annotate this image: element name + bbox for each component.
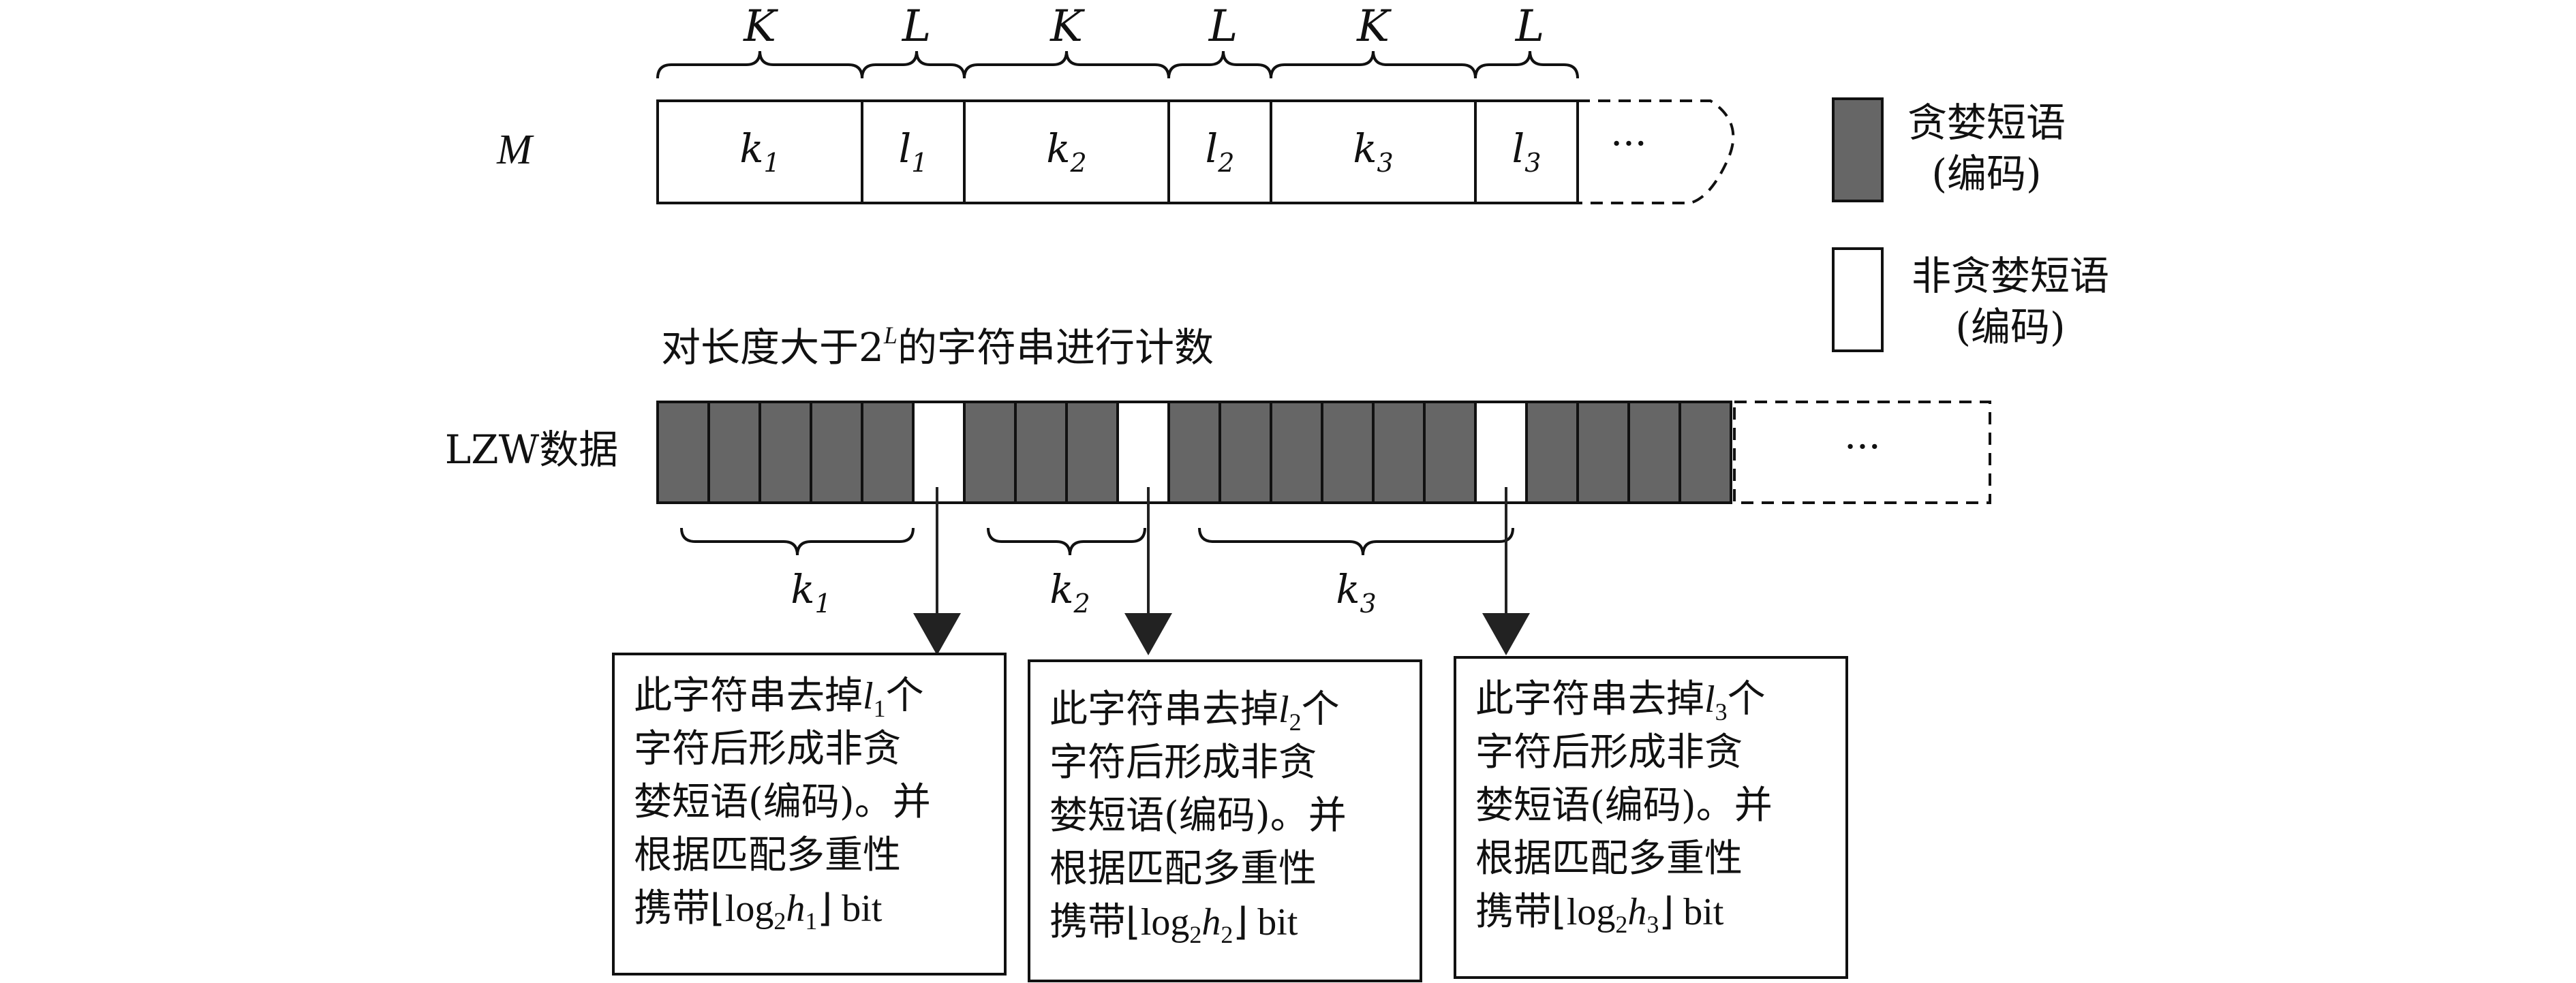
m-cell-k1 bbox=[656, 99, 863, 204]
m-cell-k2 bbox=[963, 99, 1170, 204]
bottom-brace-label-1: k1 bbox=[791, 566, 831, 619]
arrows bbox=[913, 487, 1530, 655]
legend-nongreedy-label: 非贪婪短语 bbox=[1912, 253, 2109, 299]
top-label-3: K bbox=[1049, 1, 1085, 52]
lzw-cell-greedy-21 bbox=[1678, 401, 1732, 504]
lzw-cell-greedy-2 bbox=[707, 401, 761, 504]
m-cell-l3 bbox=[1474, 99, 1579, 204]
top-brace-k3 bbox=[1270, 50, 1477, 79]
lzw-cell-nongreedy-6 bbox=[912, 401, 966, 504]
top-brace-labels: K L K L K L bbox=[743, 1, 1544, 52]
bottom-brace-k3 bbox=[1198, 527, 1514, 556]
m-cell-labels: k1 l1 k2 l2 k3 l3 bbox=[739, 125, 1541, 178]
top-brace-l2 bbox=[1167, 50, 1272, 79]
bottom-brace-label-3: k3 bbox=[1336, 566, 1376, 619]
box-1-line-1: 此字符串去掉l1个 bbox=[634, 674, 924, 722]
box-1-line-4: 根据匹配多重性 bbox=[634, 833, 901, 877]
box-2-line-4: 根据匹配多重性 bbox=[1049, 847, 1317, 891]
legend-greedy-swatch bbox=[1832, 97, 1884, 202]
bottom-braces bbox=[680, 527, 1514, 556]
arrow-3-head bbox=[1482, 613, 1530, 655]
lzw-cell-greedy-1 bbox=[656, 401, 710, 504]
m-cell-label-1: k1 bbox=[739, 125, 780, 178]
legend-nongreedy-swatch bbox=[1832, 247, 1884, 352]
top-label-4: L bbox=[1208, 1, 1238, 52]
arrow-1-head bbox=[913, 613, 961, 655]
box-3-border bbox=[1454, 656, 1848, 979]
count-caption: 对长度大于2L的字符串进行计数 bbox=[661, 322, 1214, 371]
bottom-brace-k2 bbox=[987, 527, 1146, 556]
lzw-cell-greedy-8 bbox=[1014, 401, 1068, 504]
top-label-2: L bbox=[902, 1, 932, 52]
m-row bbox=[656, 99, 1579, 204]
lzw-cell-greedy-9 bbox=[1065, 401, 1119, 504]
top-label-6: L bbox=[1515, 1, 1545, 52]
lzw-cell-greedy-4 bbox=[810, 401, 863, 504]
m-cell-label-3: k2 bbox=[1046, 125, 1086, 178]
lzw-cell-greedy-7 bbox=[963, 401, 1017, 504]
lzw-row bbox=[656, 401, 1732, 504]
lzw-cell-greedy-5 bbox=[861, 401, 915, 504]
box-3-line-1: 此字符串去掉l3个 bbox=[1475, 677, 1766, 725]
explanation-box-3: 此字符串去掉l3个 字符后形成非贪 婪短语(编码)。并 根据匹配多重性 携带⌊l… bbox=[1454, 656, 1848, 979]
bottom-brace-label-2: k2 bbox=[1049, 566, 1090, 619]
lzw-label: LZW数据 bbox=[445, 426, 618, 473]
box-3-line-4: 根据匹配多重性 bbox=[1475, 837, 1743, 881]
m-cell-k3 bbox=[1270, 99, 1477, 204]
box-3-line-2: 字符后形成非贪 bbox=[1475, 730, 1743, 775]
top-brace-l1 bbox=[861, 50, 966, 79]
lzw-cell-greedy-11 bbox=[1167, 401, 1221, 504]
m-label: M bbox=[496, 127, 534, 173]
m-ellipsis: ··· bbox=[1610, 122, 1646, 166]
m-cell-label-4: l2 bbox=[1206, 125, 1235, 178]
m-dashed-continuation bbox=[1578, 99, 1735, 204]
box-2-border bbox=[1028, 659, 1422, 982]
box-2-line-2: 字符后形成非贪 bbox=[1049, 740, 1317, 785]
legend-nongreedy-code: (编码) bbox=[1955, 304, 2065, 350]
box-3-line-3: 婪短语(编码)。并 bbox=[1475, 783, 1773, 828]
legend-greedy-label: 贪婪短语 bbox=[1907, 99, 2066, 146]
bottom-brace-k1 bbox=[680, 527, 915, 556]
lzw-cell-greedy-18 bbox=[1525, 401, 1579, 504]
box-2-line-5: 携带⌊log2h2⌋ bit bbox=[1049, 900, 1298, 948]
top-brace-k1 bbox=[656, 50, 863, 79]
top-brace-l3 bbox=[1474, 50, 1579, 79]
lzw-cell-greedy-16 bbox=[1423, 401, 1477, 504]
explanation-box-1: 此字符串去掉l1个 字符后形成非贪 婪短语(编码)。并 根据匹配多重性 携带⌊l… bbox=[612, 653, 1007, 976]
m-cell-l1 bbox=[861, 99, 966, 204]
legend: 贪婪短语 (编码) 非贪婪短语 (编码) bbox=[1832, 97, 2109, 352]
arrow-2-head bbox=[1124, 613, 1172, 655]
lzw-cell-nongreedy-17 bbox=[1474, 401, 1528, 504]
top-brace-k2 bbox=[963, 50, 1170, 79]
box-1-line-2: 字符后形成非贪 bbox=[634, 727, 901, 771]
box-3-line-5: 携带⌊log2h3⌋ bit bbox=[1475, 890, 1724, 938]
box-1-line-5: 携带⌊log2h1⌋ bit bbox=[634, 886, 883, 935]
lzw-cell-nongreedy-10 bbox=[1116, 401, 1170, 504]
lzw-cell-greedy-3 bbox=[758, 401, 812, 504]
lzw-cell-greedy-14 bbox=[1321, 401, 1375, 504]
lzw-dashed-continuation bbox=[1733, 401, 1991, 504]
top-label-1: K bbox=[743, 1, 778, 52]
lzw-cell-greedy-20 bbox=[1627, 401, 1681, 504]
box-1-border bbox=[612, 653, 1007, 976]
m-cell-label-6: l3 bbox=[1512, 125, 1542, 178]
box-2-line-3: 婪短语(编码)。并 bbox=[1049, 794, 1347, 838]
lzw-cell-greedy-19 bbox=[1576, 401, 1630, 504]
box-2-line-1: 此字符串去掉l2个 bbox=[1049, 687, 1340, 736]
lzw-cell-greedy-12 bbox=[1218, 401, 1272, 504]
bottom-brace-labels: k1 k2 k3 bbox=[791, 566, 1376, 619]
top-label-5: K bbox=[1356, 1, 1392, 52]
lzw-cell-greedy-13 bbox=[1270, 401, 1323, 504]
m-cell-label-2: l1 bbox=[899, 125, 928, 178]
lzw-cell-greedy-15 bbox=[1372, 401, 1426, 504]
lzw-ellipsis: ··· bbox=[1844, 425, 1880, 469]
m-cell-label-5: k3 bbox=[1353, 125, 1393, 178]
box-1-line-3: 婪短语(编码)。并 bbox=[634, 780, 931, 824]
legend-greedy-code: (编码) bbox=[1931, 151, 2041, 197]
top-braces bbox=[656, 50, 1579, 79]
explanation-box-2: 此字符串去掉l2个 字符后形成非贪 婪短语(编码)。并 根据匹配多重性 携带⌊l… bbox=[1028, 659, 1422, 982]
